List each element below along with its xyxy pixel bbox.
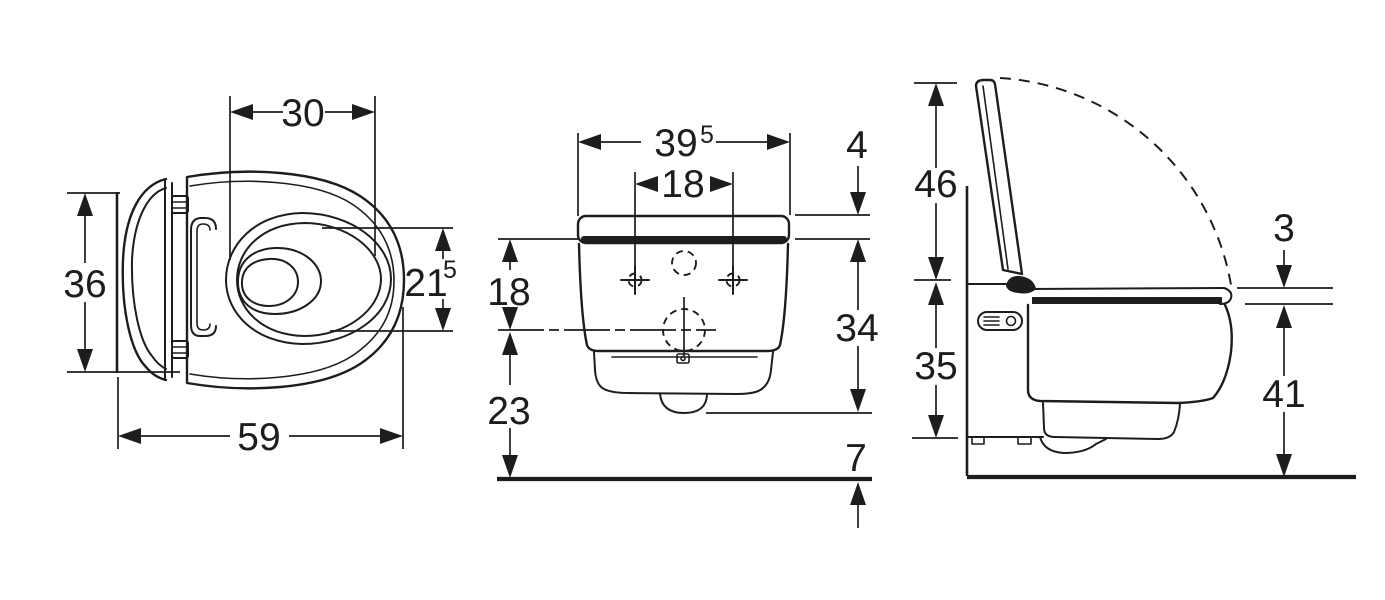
tank-cover-outer	[121, 177, 168, 382]
arrow-up	[850, 482, 866, 505]
lid-outline-outer	[185, 170, 406, 390]
dim-top-depth: 36	[63, 192, 180, 373]
arrow-up	[928, 282, 944, 305]
dim-label: 36	[63, 263, 106, 306]
front-view: 39 5 18 4 34 7	[487, 121, 879, 528]
dim-label-superscript: 5	[443, 256, 457, 284]
dim-label: 34	[835, 307, 878, 350]
toilet-top-view-drawing	[115, 170, 406, 390]
dim-label: 46	[914, 163, 957, 206]
dim-side-open-lid-height: 46	[914, 82, 958, 281]
hinge-block-bottom	[171, 340, 189, 359]
arrow-down	[435, 308, 451, 331]
dim-label: 21	[404, 262, 447, 305]
side-view: 46 35 3 41	[912, 77, 1356, 480]
arrow-up	[928, 83, 944, 106]
lid-outline-inner	[189, 180, 395, 380]
arrow-up	[77, 193, 93, 216]
hinge-block-top	[171, 195, 189, 214]
dim-front-lid-height: 4	[795, 124, 870, 240]
dim-label: 4	[846, 124, 868, 167]
bowl-rim-ring	[236, 222, 382, 337]
dim-label: 3	[1273, 207, 1295, 250]
shower-unit-shell	[593, 351, 774, 395]
dim-front-outlet-clearance: 7	[845, 437, 867, 528]
dim-front-width: 39 5	[577, 121, 791, 216]
outlet-bulge-side	[1039, 436, 1107, 454]
dim-front-fixing-spacing: 18	[634, 163, 734, 266]
arrow-up	[850, 239, 866, 262]
flush-port-dashed-circle	[671, 250, 697, 276]
dim-label: 30	[281, 92, 324, 135]
arrow-right	[710, 176, 733, 192]
brand-plate	[676, 353, 690, 364]
dim-label: 41	[1262, 373, 1305, 416]
dim-label-superscript: 5	[700, 121, 714, 149]
dim-side-rim-height: 41	[1262, 305, 1306, 477]
seat-top-line	[1027, 287, 1225, 290]
seat-fixing-bracket	[190, 217, 217, 337]
seat-band-side	[1032, 297, 1222, 304]
arrow-right	[352, 104, 375, 120]
top-view: 30 36 59 21 5	[63, 92, 457, 459]
arrow-right	[767, 134, 790, 150]
dim-top-seat-width: 30	[229, 92, 376, 260]
lid-open-inner-line	[982, 85, 1009, 270]
seat-shadow-band	[581, 236, 787, 243]
dim-label: 35	[914, 345, 957, 388]
seat-opening-ring	[225, 212, 392, 345]
dim-label: 39	[654, 122, 697, 165]
dim-side-under-unit-height: 35	[912, 282, 958, 439]
seat-front-tip	[1219, 287, 1233, 305]
dim-label: 23	[487, 390, 530, 433]
arrow-down	[502, 455, 518, 478]
lid-open	[974, 78, 1024, 276]
fixing-point-left	[620, 265, 650, 295]
dim-label: 7	[845, 437, 867, 480]
shell-side-outline	[1042, 402, 1181, 440]
arrow-down	[850, 192, 866, 215]
dim-side-seat-thickness: 3	[1237, 207, 1333, 305]
bowl-side-outline	[1026, 303, 1233, 405]
dim-label: 18	[661, 163, 704, 206]
arrow-down	[77, 349, 93, 372]
body-outline	[577, 242, 790, 353]
arrow-down	[502, 307, 518, 330]
mounting-tab	[1017, 436, 1032, 445]
arrow-right	[380, 428, 403, 444]
fixing-point-right	[718, 265, 748, 295]
dim-label: 59	[237, 416, 280, 459]
dim-label: 18	[487, 271, 530, 314]
dim-front-rim-to-nozzle: 18	[487, 238, 578, 330]
nozzle-center-mark	[498, 297, 716, 356]
arrow-up	[502, 239, 518, 262]
arrow-left	[118, 428, 141, 444]
lid-swing-arc	[999, 77, 1232, 286]
dim-front-nozzle-to-floor: 23	[487, 332, 531, 478]
dim-front-body-height: 34	[706, 239, 879, 414]
dim-top-length: 59	[117, 307, 404, 459]
arrow-up	[502, 332, 518, 355]
toilet-side-view-drawing	[965, 77, 1356, 480]
side-control-panel	[977, 311, 1023, 331]
dim-top-opening-length: 21 5	[322, 227, 457, 332]
arrow-up	[1276, 305, 1292, 328]
arrow-down	[928, 257, 944, 280]
tank-cover-inner	[130, 187, 167, 370]
drain-oval	[240, 257, 299, 307]
water-surface-oval	[236, 246, 322, 315]
arrow-down	[928, 415, 944, 438]
arrow-down	[1276, 265, 1292, 288]
arrow-down	[1276, 454, 1292, 477]
mounting-tab	[971, 436, 985, 445]
arrow-up	[435, 228, 451, 251]
arrow-left	[578, 134, 601, 150]
outlet-bulge	[659, 393, 708, 414]
arrow-down	[850, 389, 866, 412]
toilet-front-view-drawing	[497, 214, 872, 482]
arrow-left	[230, 104, 253, 120]
arrow-left	[635, 176, 658, 192]
